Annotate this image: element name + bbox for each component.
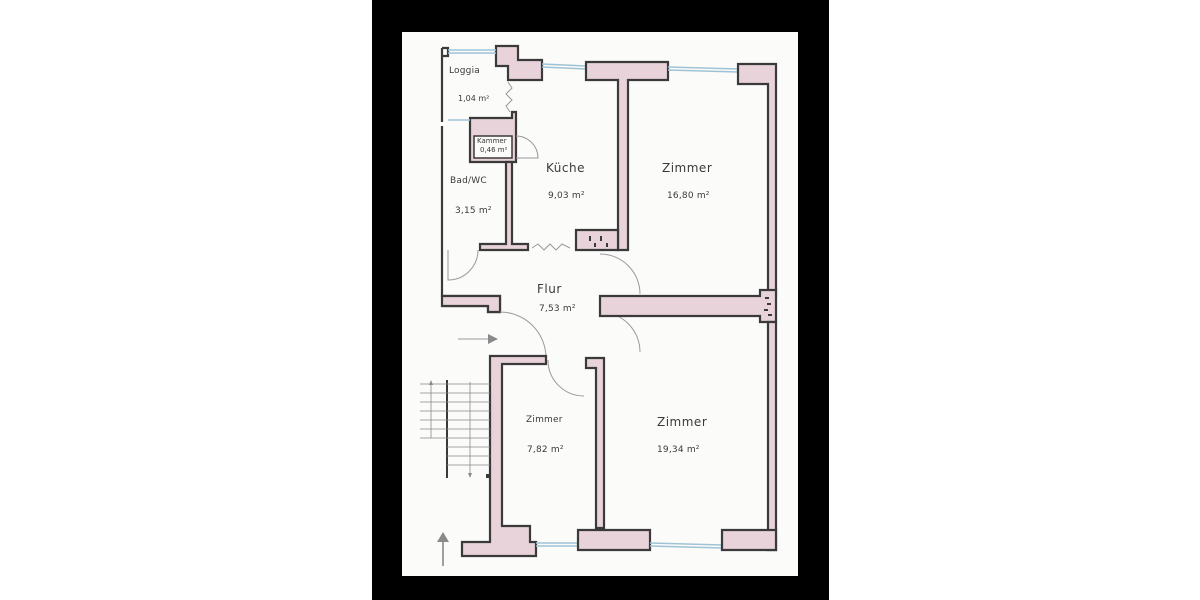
room-name: Zimmer	[662, 161, 713, 175]
room-area: 9,03 m²	[548, 191, 585, 201]
bath-bottom-wall	[440, 294, 502, 314]
right-wall-upper	[736, 62, 778, 298]
zimmer-2-3-partition	[584, 356, 606, 530]
room-area: 7,82 m²	[527, 445, 564, 455]
bath-kitchen-partition	[478, 160, 530, 252]
middle-wall	[598, 288, 778, 324]
room-name: Loggia	[449, 66, 481, 76]
zimmer-2-left-wall	[460, 354, 548, 558]
room-area: 7,53 m²	[539, 304, 576, 314]
bottom-wall-right	[720, 528, 778, 552]
kitchen-zimmer-wall	[584, 60, 670, 252]
room-name: Bad/WC	[450, 176, 487, 186]
middle-wall-vents	[764, 297, 772, 316]
chimney-vents	[589, 236, 608, 247]
bottom-wall-middle	[576, 528, 652, 552]
room-name: Zimmer	[657, 415, 708, 429]
staircase	[420, 380, 490, 478]
room-name: Küche	[546, 161, 585, 175]
kitchen-window	[541, 63, 587, 67]
zimmer-3-window	[649, 542, 723, 546]
room-name: Kammer	[477, 137, 507, 145]
room-name: Flur	[537, 282, 562, 296]
right-wall-lower	[766, 320, 778, 552]
room-area: 1,04 m²	[458, 94, 490, 103]
loggia-walls	[440, 44, 544, 122]
room-area: 3,15 m²	[455, 206, 492, 216]
zimmer-1-window	[667, 66, 739, 70]
entrance-arrow-icon	[458, 334, 498, 344]
room-area: 0,46 m²	[480, 146, 508, 154]
room-area: 19,34 m²	[657, 445, 700, 455]
room-name: Zimmer	[526, 415, 563, 425]
north-arrow-icon	[437, 532, 449, 566]
room-area: 16,80 m²	[667, 191, 710, 201]
